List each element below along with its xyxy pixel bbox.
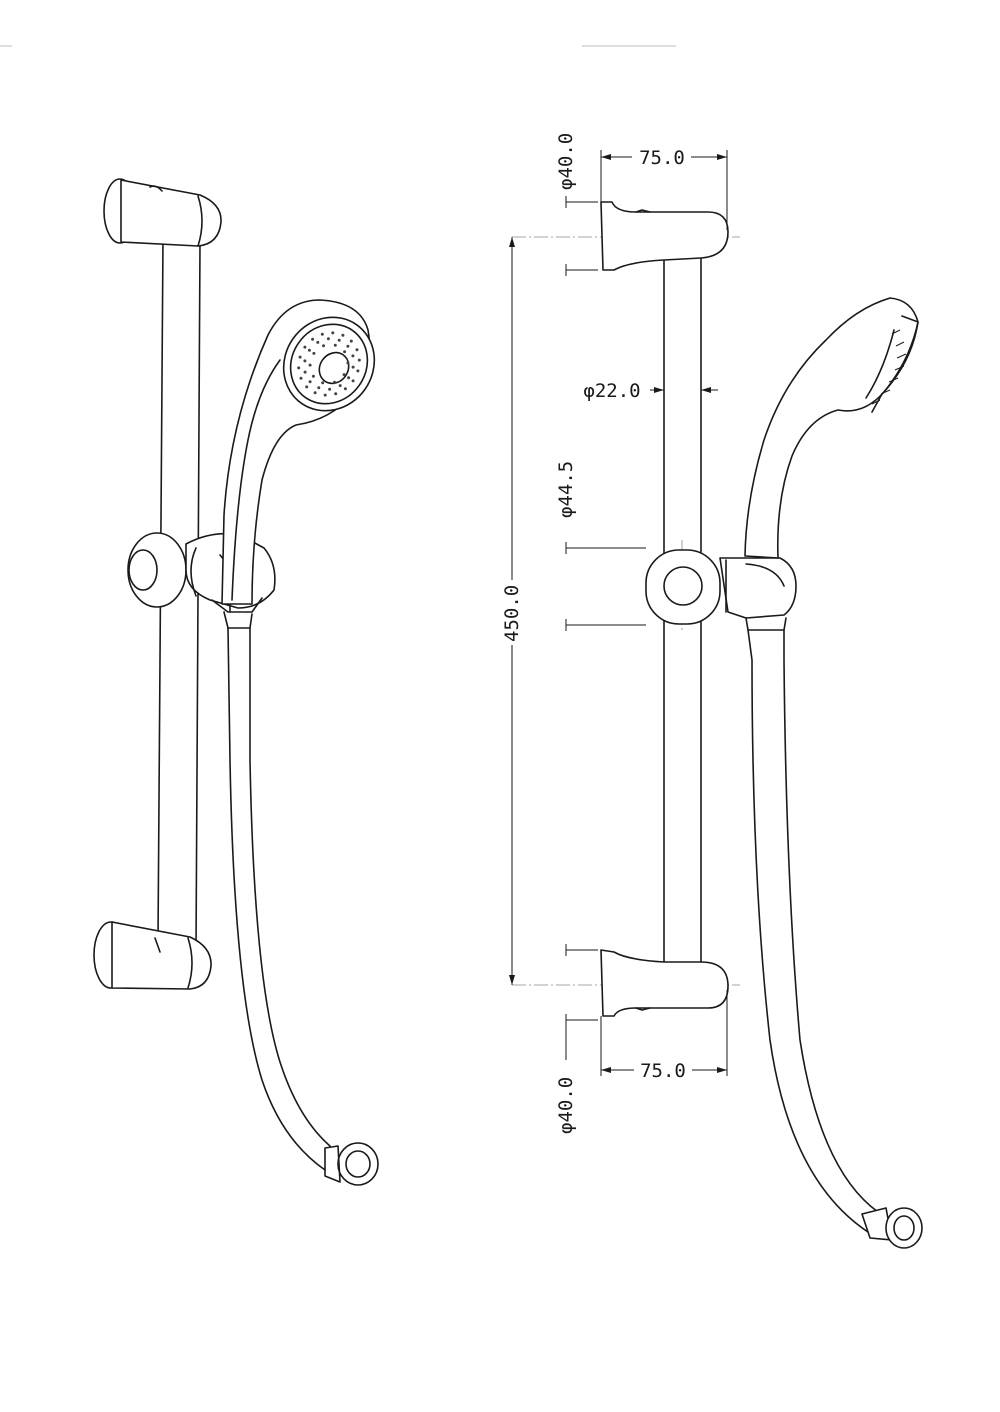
dim-bottom-diameter-text: φ40.0 — [555, 1077, 577, 1134]
nozzle-dot — [341, 333, 345, 337]
dim-slider-diameter-text: φ44.5 — [555, 461, 577, 518]
dim-bottom-length-text: 75.0 — [640, 1060, 686, 1082]
dim-top-length: 75.0 — [600, 147, 728, 230]
dim-total-height: 450.0 — [501, 237, 523, 985]
nozzle-dot — [331, 331, 335, 335]
shower-hose — [223, 611, 379, 1186]
nozzle-dot — [316, 340, 320, 344]
dim-top-length-text: 75.0 — [639, 147, 685, 169]
nozzle-dot — [305, 385, 309, 389]
dim-top-diameter: φ40.0 — [555, 133, 598, 276]
nozzle-dot — [328, 387, 332, 391]
slider-side — [645, 549, 797, 625]
top-wall-bracket — [103, 178, 222, 247]
nozzle-dot — [322, 344, 325, 348]
nozzle-dot — [333, 343, 337, 347]
nozzle-dot — [333, 380, 336, 384]
nozzle-dot — [303, 359, 307, 363]
dim-total-height-text: 450.0 — [501, 585, 523, 642]
nozzle-dot — [297, 366, 301, 370]
nozzle-dot — [334, 392, 338, 396]
nozzle-dot — [337, 338, 341, 342]
nozzle-dot — [351, 365, 355, 369]
hose-side — [745, 617, 923, 1249]
nozzle-dot — [349, 339, 353, 343]
nozzle-dot — [342, 373, 346, 377]
bottom-wall-bracket — [93, 921, 212, 990]
hand-shower — [221, 299, 376, 605]
hand-shower-side — [744, 297, 919, 559]
dim-bar-diameter: φ22.0 — [583, 380, 718, 402]
dim-bar-diameter-text: φ22.0 — [583, 380, 640, 402]
nozzle-dot — [303, 370, 307, 374]
nozzle-dot — [355, 348, 359, 352]
shower-nozzles — [297, 331, 361, 397]
nozzle-dot — [356, 369, 360, 373]
nozzle-dot — [312, 351, 316, 355]
nozzle-dot — [343, 387, 347, 391]
nozzle-dot — [298, 355, 302, 359]
nozzle-dot — [343, 350, 347, 354]
top-bracket-side — [600, 201, 729, 271]
nozzle-dot — [323, 393, 327, 397]
nozzle-dot — [320, 332, 324, 336]
nozzle-dot — [346, 361, 350, 365]
nozzle-dot — [311, 374, 315, 378]
nozzle-dot — [303, 345, 307, 349]
nozzle-dot — [351, 354, 355, 358]
nozzle-dot — [308, 380, 312, 384]
nozzle-dot — [299, 376, 303, 380]
nozzle-dot — [321, 381, 325, 385]
nozzle-dot — [307, 348, 311, 352]
bottom-bracket-side — [600, 949, 729, 1017]
nozzle-dot — [317, 386, 321, 390]
nozzle-dot — [347, 376, 351, 380]
dim-slider-diameter: φ44.5 — [555, 461, 646, 631]
nozzle-dot — [311, 337, 315, 341]
nozzle-dot — [313, 391, 317, 395]
nozzle-dot — [357, 358, 361, 362]
perspective-view — [93, 178, 379, 1186]
nozzle-dot — [326, 337, 330, 341]
nozzle-dot — [346, 344, 350, 348]
dim-bottom-diameter: φ40.0 — [555, 944, 598, 1134]
nozzle-dot — [308, 363, 312, 367]
dimensioned-side-view: 75.0 φ40.0 φ22.0 φ44.5 — [501, 133, 923, 1249]
nozzle-dot — [338, 384, 342, 388]
dim-top-diameter-text: φ40.0 — [555, 133, 577, 190]
nozzle-dot — [351, 379, 355, 383]
dim-bottom-length: 75.0 — [600, 990, 728, 1082]
